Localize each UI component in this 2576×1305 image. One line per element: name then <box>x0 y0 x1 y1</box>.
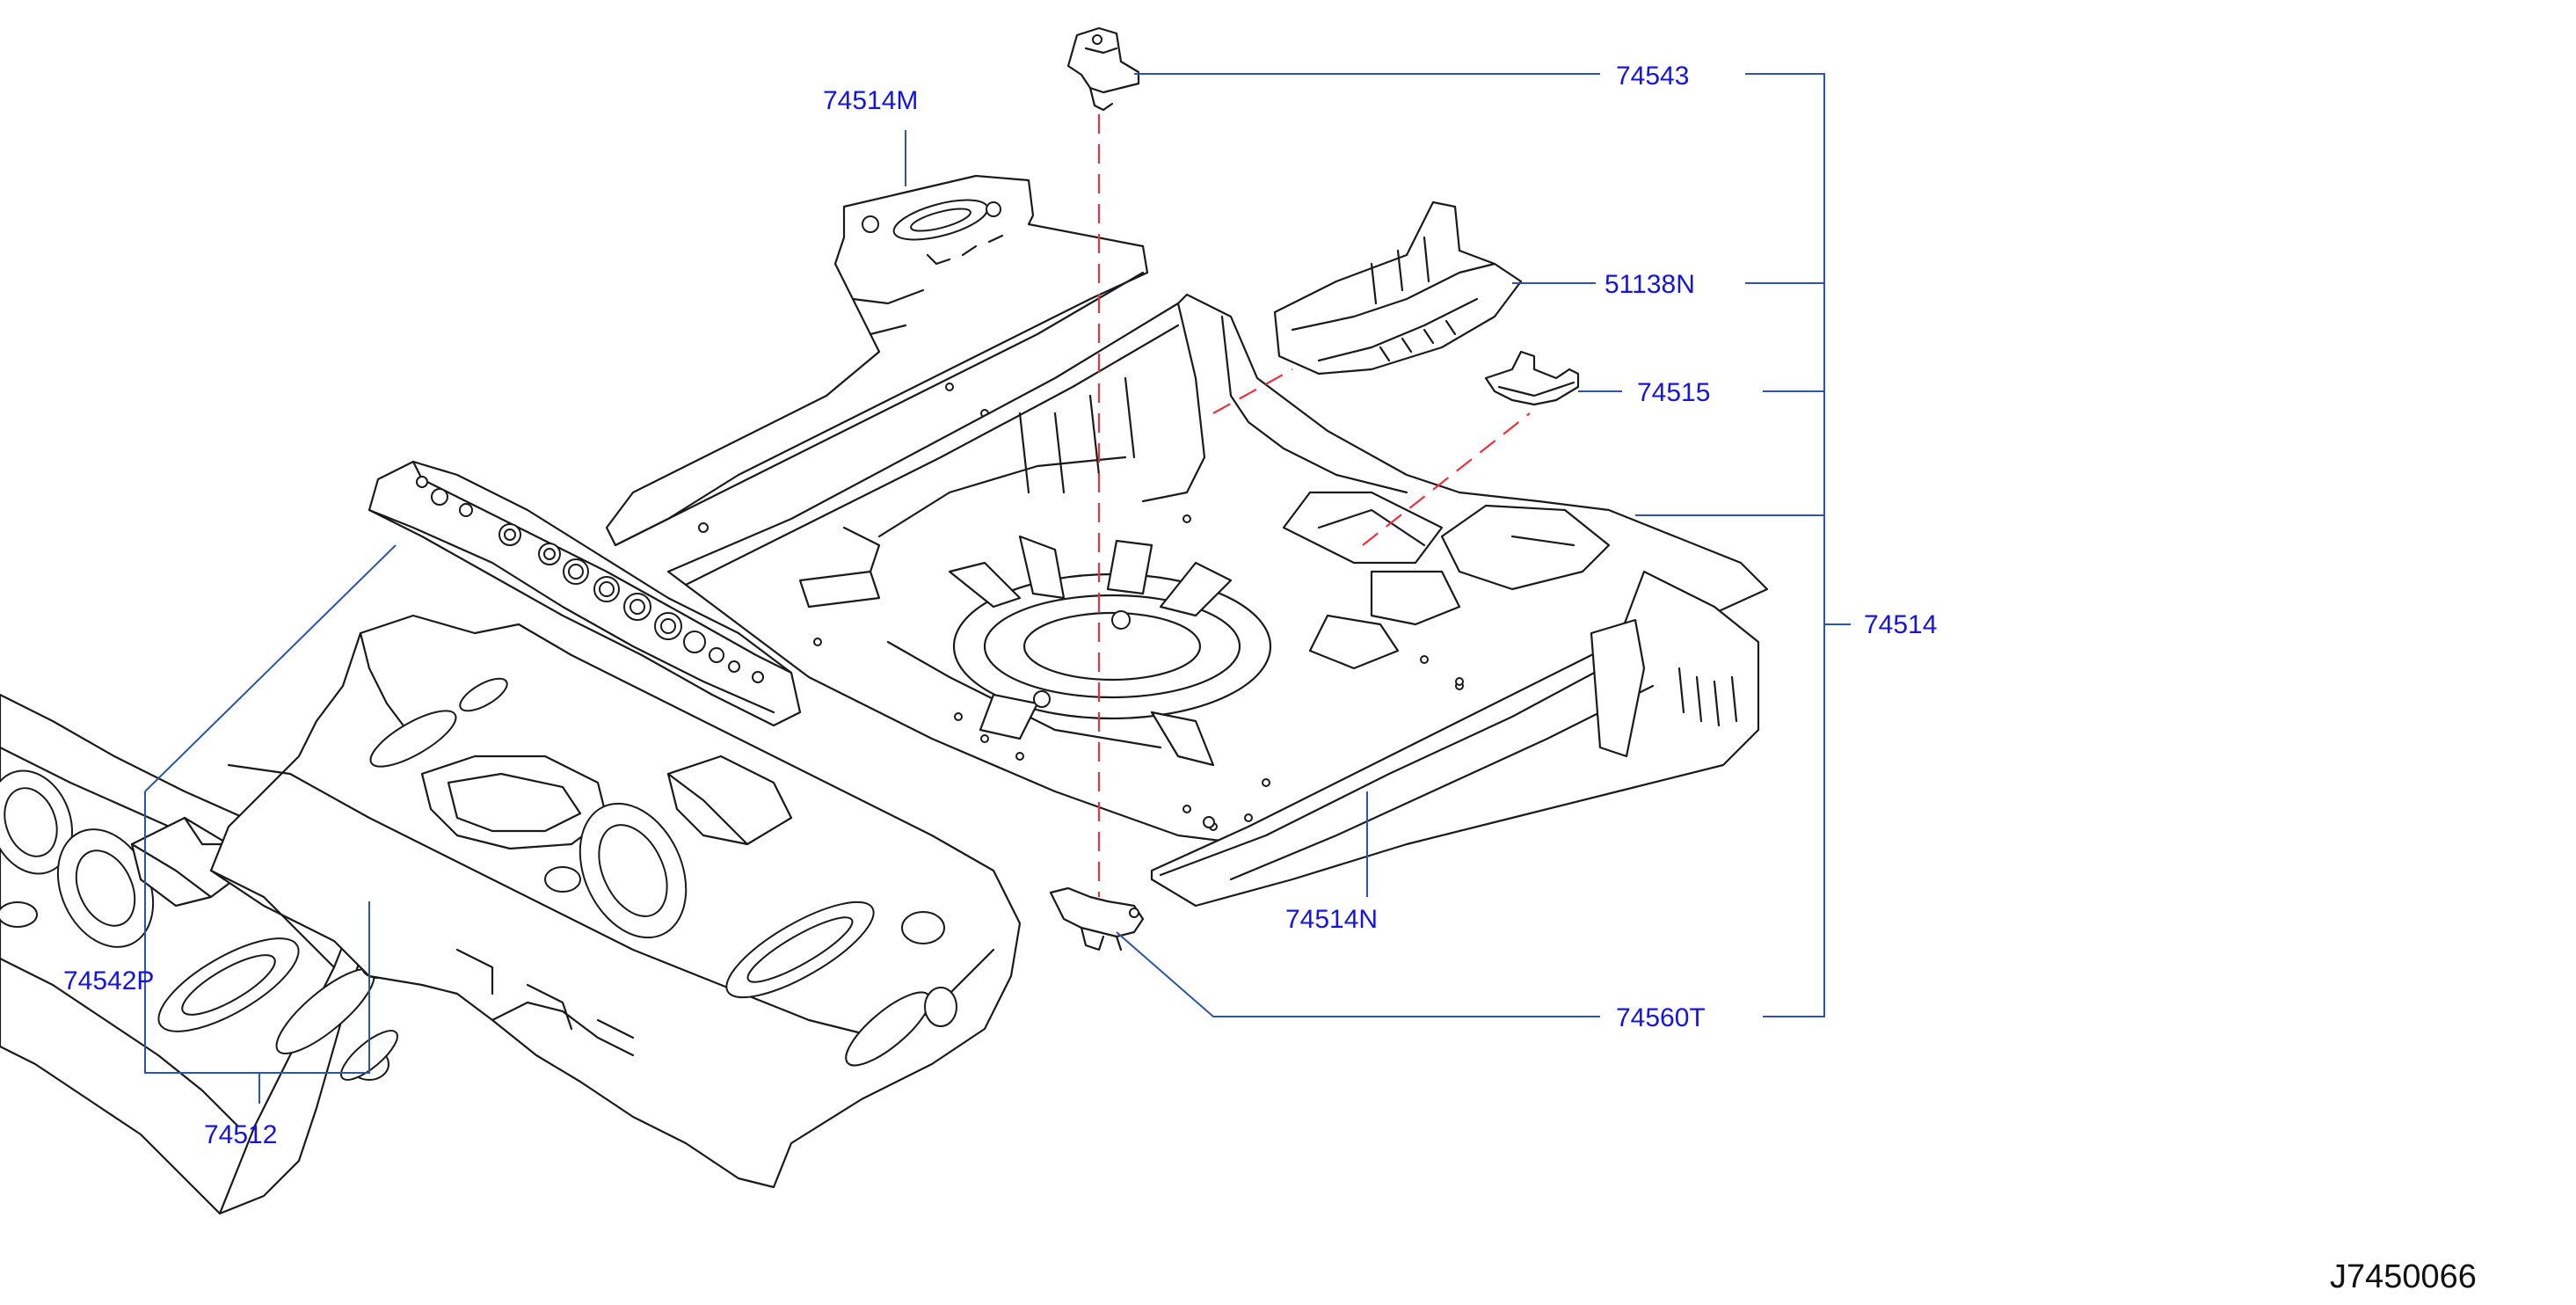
front-floor-panel <box>0 693 395 1215</box>
callout-bracket <box>1745 73 1851 1017</box>
callout-74542P: 74542P <box>63 966 154 995</box>
floor-tray-51138N <box>1273 200 1523 375</box>
clip-74560T <box>1049 886 1145 951</box>
callout-74514M: 74514M <box>823 86 918 115</box>
rear-cross-member <box>367 460 802 727</box>
callout-74512: 74512 <box>204 1120 277 1149</box>
callout-74515: 74515 <box>1637 378 1710 407</box>
rear-side-member-right <box>1150 570 1760 908</box>
bracket-74515 <box>1484 350 1580 406</box>
clip-74543 <box>1066 26 1140 112</box>
callout-74560T: 74560T <box>1616 1003 1706 1032</box>
callout-74514N: 74514N <box>1285 905 1378 934</box>
center-floor-panel <box>209 614 1022 1189</box>
reference-lines <box>1097 114 1531 897</box>
leader-lines <box>144 73 1824 1104</box>
callout-74514: 74514 <box>1864 610 1937 639</box>
callout-51138N: 51138N <box>1605 270 1695 299</box>
rear-side-member-left <box>605 174 1149 547</box>
callout-74543: 74543 <box>1616 62 1689 91</box>
diagram-id-label: J7450066 <box>2330 1258 2477 1295</box>
